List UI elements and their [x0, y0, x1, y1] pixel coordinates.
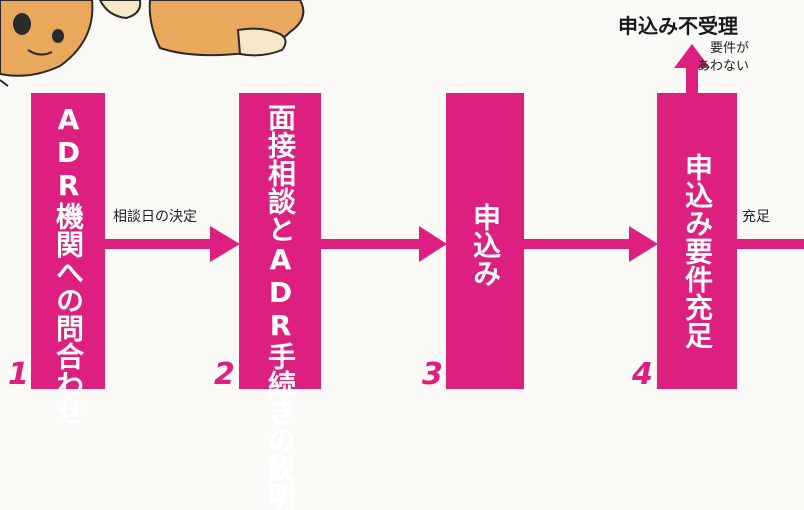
reject-title: 申込み不受理: [618, 14, 738, 38]
reject-note: 要件が あわない: [697, 40, 749, 76]
step-3-number: 3: [422, 357, 443, 392]
arrow-4-label: 充足: [742, 209, 770, 225]
reject-note-line2: あわない: [697, 59, 750, 74]
arrow-4-out: [737, 239, 804, 249]
step-2-text-col2: ADR手続きの説明: [264, 243, 297, 510]
step-2-number: 2: [214, 357, 235, 392]
step-4-text: 申込み要件充足: [681, 153, 714, 349]
step-1-number: 1: [8, 357, 29, 392]
step-3-text: 申込み: [469, 203, 502, 287]
step-1-text: ADR機関への問合わせ: [52, 103, 85, 426]
arrow-1-label: 相談日の決定: [113, 209, 197, 225]
arrow-2-to-3: [321, 226, 447, 262]
flow-arrows: [105, 44, 804, 262]
step-4-number: 4: [632, 357, 653, 392]
step-2-box: 面接相談と ADR手続きの説明: [239, 93, 321, 510]
step-3-box: 申込み: [446, 93, 524, 389]
step-4-box: 申込み要件充足: [657, 93, 737, 389]
arrow-up-reject: [674, 44, 710, 93]
reject-note-line1: 要件が: [710, 41, 750, 56]
character-illustration: [0, 0, 305, 87]
arrow-1-to-2: [105, 226, 240, 262]
step-2-text-col1: 面接相談と: [264, 103, 297, 243]
arrow-3-to-4: [524, 226, 658, 262]
step-1-box: ADR機関への問合わせ: [31, 93, 105, 426]
